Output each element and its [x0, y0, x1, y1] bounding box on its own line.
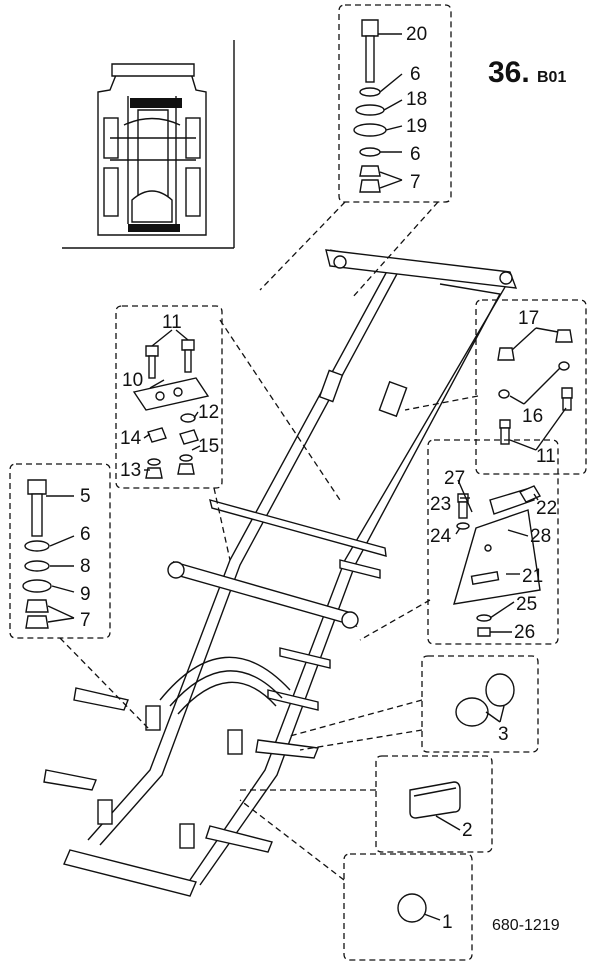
- callout-27: 27: [444, 468, 465, 489]
- left-mount-group: 5 6 8 9 7: [9, 463, 151, 731]
- top-mount-group: 20 6 18 19 6 7: [259, 4, 452, 299]
- callout-19: 19: [406, 116, 427, 137]
- callout-2: 2: [462, 820, 473, 841]
- callout-15: 15: [198, 436, 219, 457]
- callout-22: 22: [536, 498, 557, 519]
- callout-20: 20: [406, 24, 427, 45]
- bracket-kit-group: 11 10 12 14 15 13: [115, 305, 341, 561]
- page-code-suffix: B01: [537, 69, 566, 86]
- callout-6-top: 6: [410, 64, 421, 85]
- callout-25: 25: [516, 594, 537, 615]
- callout-23: 23: [430, 494, 451, 515]
- callout-11-kit: 11: [162, 312, 182, 333]
- callout-3: 3: [498, 724, 509, 745]
- callout-5: 5: [80, 486, 91, 507]
- callout-8: 8: [80, 556, 91, 577]
- callout-16: 16: [522, 406, 543, 427]
- callout-18: 18: [406, 89, 427, 110]
- callout-1: 1: [442, 912, 453, 933]
- truck-inset: [62, 40, 235, 249]
- callout-28: 28: [530, 526, 551, 547]
- callout-11-right: 11: [536, 446, 556, 467]
- callout-9: 9: [80, 584, 91, 605]
- callout-14: 14: [120, 428, 142, 449]
- callout-7-left: 7: [80, 610, 91, 631]
- callout-21: 21: [522, 566, 543, 587]
- right-bracket-group: 17 16 11: [404, 299, 587, 475]
- callout-24: 24: [430, 526, 452, 547]
- callout-6-left: 6: [80, 524, 91, 545]
- drawing-number: 680-1219: [492, 917, 560, 934]
- callout-26: 26: [514, 622, 535, 643]
- callout-10: 10: [122, 370, 143, 391]
- plug-2-group: 2: [240, 755, 493, 853]
- page-code-main: 36.: [488, 56, 530, 89]
- callout-7-top: 7: [410, 172, 421, 193]
- callout-13: 13: [120, 460, 141, 481]
- callout-12: 12: [198, 402, 219, 423]
- plug-1-group: 1: [239, 799, 473, 961]
- callout-17: 17: [518, 308, 539, 329]
- plate-kit-group: 27 23 22 24 28 21 25 26: [359, 439, 559, 645]
- plug-3-group: 3: [289, 655, 539, 753]
- callout-6-lower: 6: [410, 144, 421, 165]
